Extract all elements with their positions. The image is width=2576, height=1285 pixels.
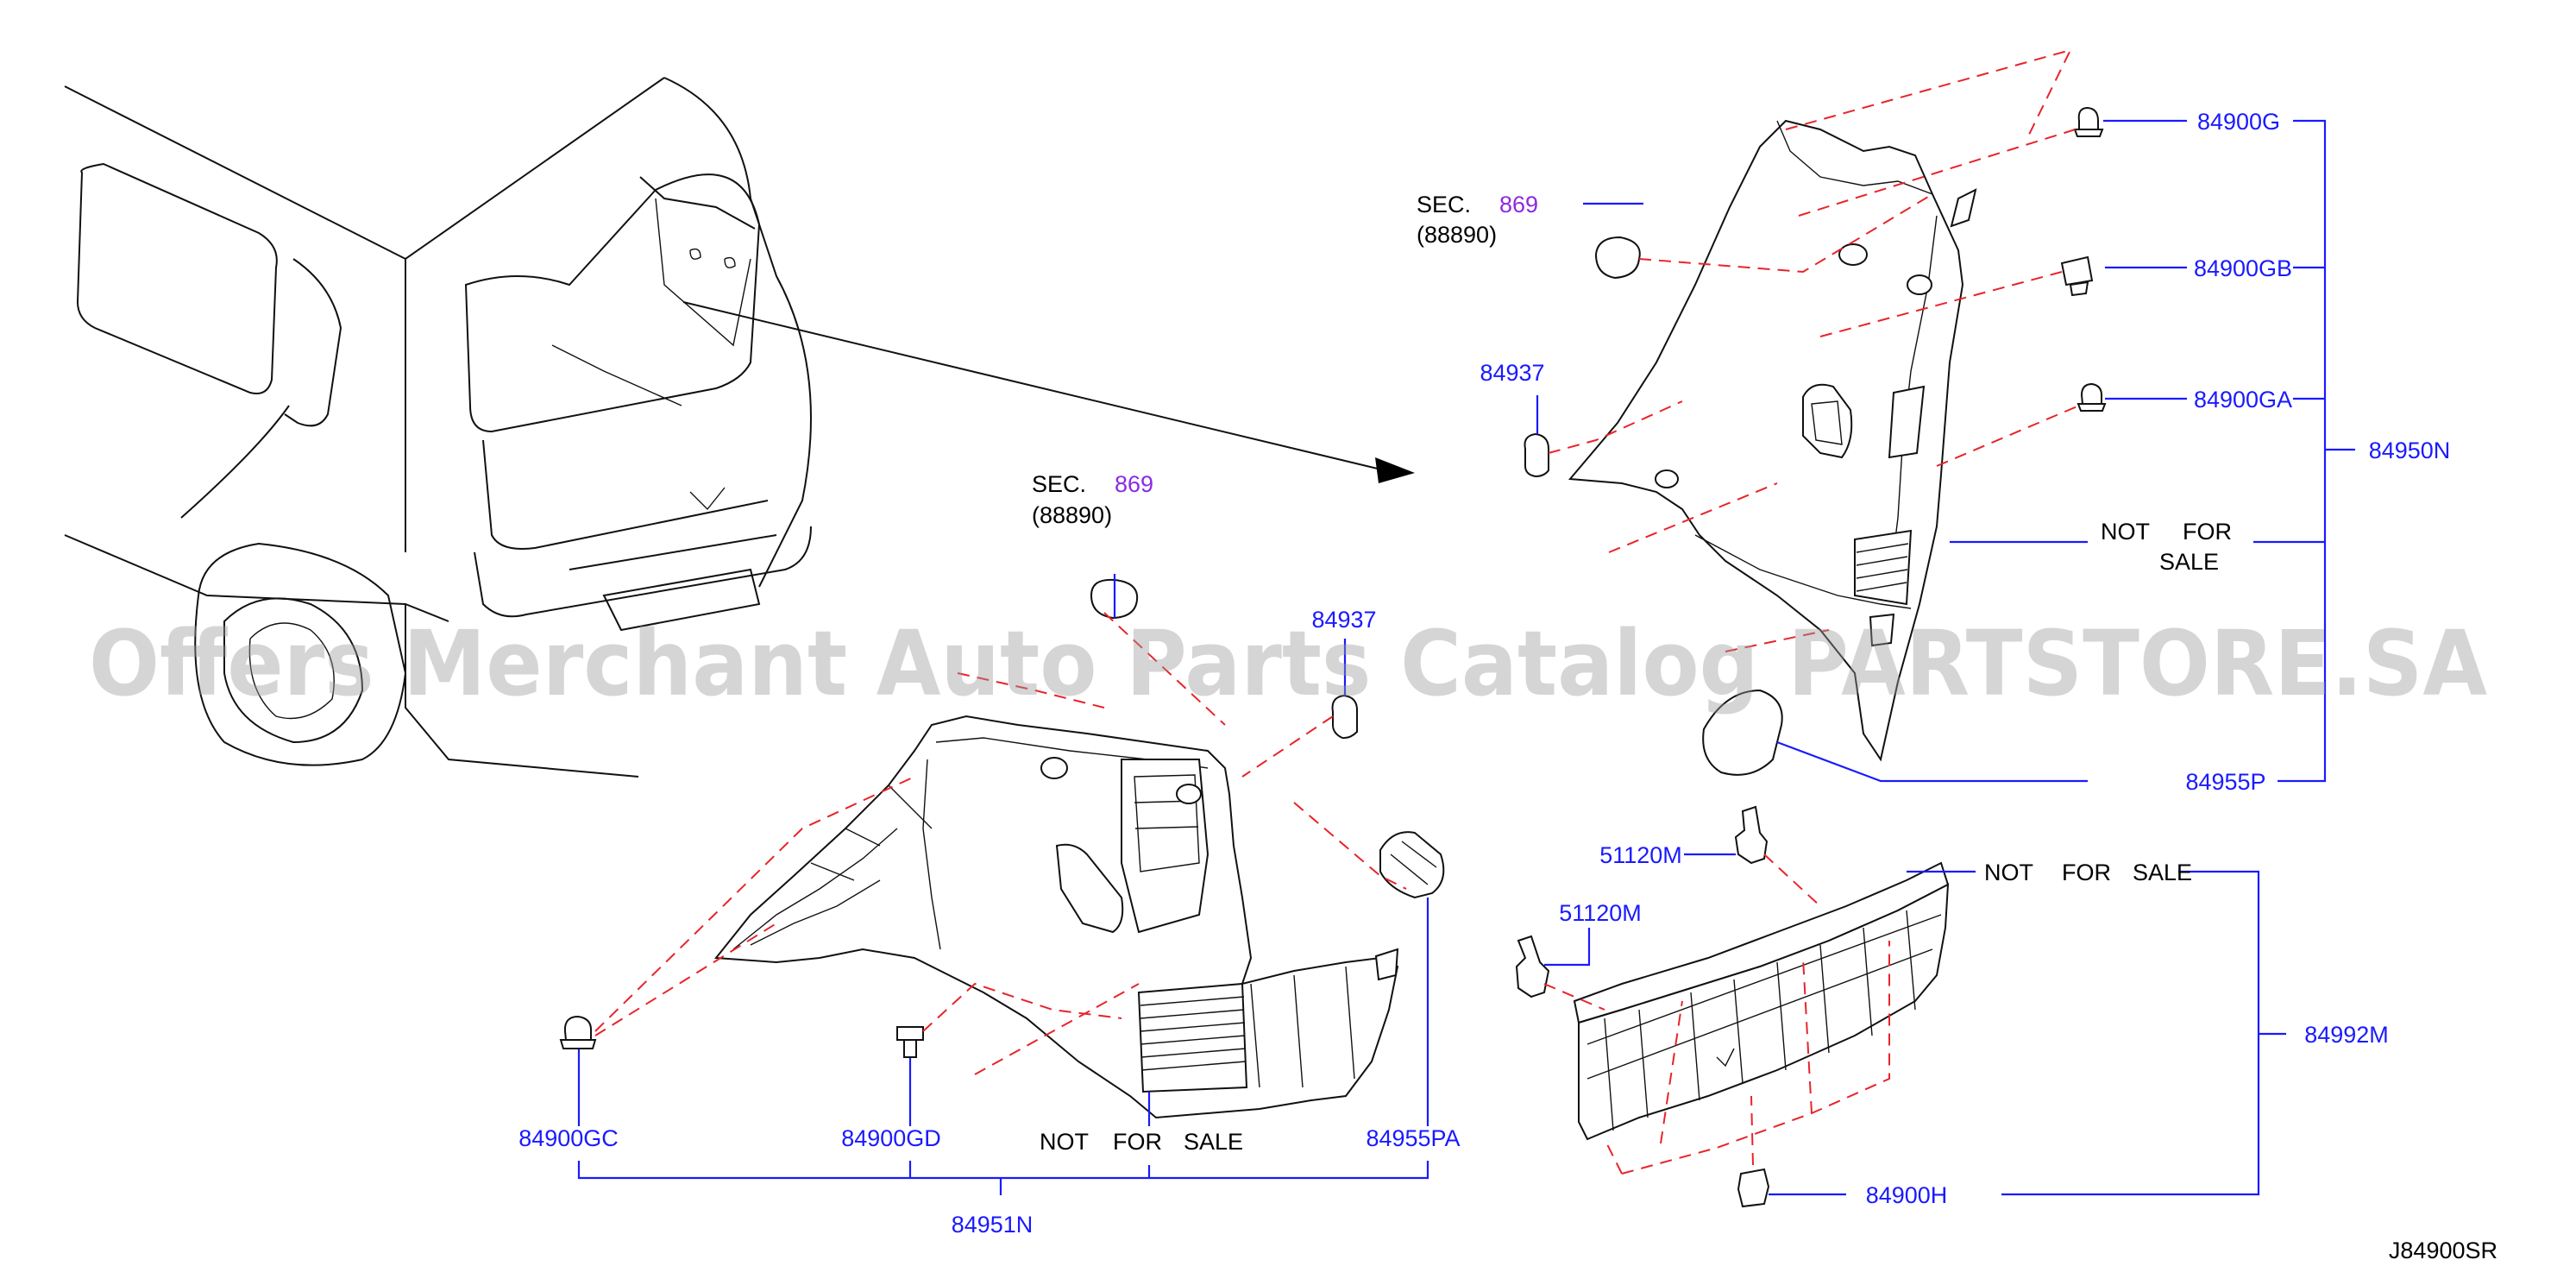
quarter-trim-opening — [1802, 383, 1853, 459]
nfs-top-sale: SALE — [2159, 549, 2219, 575]
part-84900GB — [2060, 255, 2094, 297]
part-84900GD — [896, 1026, 924, 1058]
sec-number-left: 869 — [1115, 471, 1153, 497]
part-51120M-b — [1515, 935, 1550, 998]
sec-number-top: 869 — [1499, 192, 1538, 217]
part-84937-left — [1331, 694, 1359, 740]
label-84992M: 84992M — [2304, 1022, 2389, 1048]
diagram-code: J84900SR — [2389, 1238, 2497, 1263]
panel-hole-upper — [1838, 243, 1868, 266]
nfs-left-sale: SALE — [1184, 1129, 1243, 1155]
part-84900GA — [2077, 382, 2107, 412]
detail-arrow-head — [1375, 457, 1415, 483]
quarter-trim-vent — [1854, 529, 1913, 606]
label-84950N: 84950N — [2369, 438, 2451, 463]
lower-panel-tab — [1374, 948, 1399, 981]
panel-clip-bottom — [1869, 613, 1895, 647]
label-51120M-a: 51120M — [1599, 842, 1682, 868]
part-84900GC — [559, 1015, 597, 1049]
label-84900GD: 84900GD — [841, 1125, 941, 1151]
part-84900H — [1737, 1168, 1770, 1208]
label-84900GC: 84900GC — [518, 1125, 619, 1151]
watermark-text: Offers Merchant Auto Parts Catalog PARTS… — [89, 611, 2487, 716]
sec-sub-left: (88890) — [1032, 502, 1112, 528]
label-51120M-b: 51120M — [1559, 900, 1642, 926]
top-right-assembly — [1524, 48, 2107, 776]
vehicle-rear-illustration — [64, 77, 812, 778]
quarter-trim-pocket — [1888, 385, 1926, 459]
nfs-bottom-sale: SALE — [2133, 860, 2192, 885]
nfs-left-for: FOR — [1113, 1129, 1162, 1155]
label-84951N: 84951N — [952, 1212, 1034, 1238]
part-84937-top — [1524, 432, 1549, 478]
sec-869-grommet-top — [1594, 236, 1641, 280]
panel-hole-lower — [1655, 469, 1679, 488]
panel-hole-mid — [1907, 274, 1932, 295]
panel-tab-right — [1950, 188, 1977, 228]
nfs-left-not: NOT — [1040, 1129, 1089, 1155]
nfs-bottom-for: FOR — [2062, 860, 2111, 885]
nfs-top-for: FOR — [2183, 519, 2232, 545]
label-84900GB: 84900GB — [2194, 255, 2292, 281]
label-84955PA: 84955PA — [1366, 1125, 1460, 1151]
label-84900GA: 84900GA — [2194, 387, 2292, 413]
part-84900G — [2073, 106, 2104, 137]
label-84900G: 84900G — [2197, 109, 2280, 135]
sec-label-left: SEC. — [1032, 471, 1086, 497]
lower-panel-opening — [1055, 843, 1124, 934]
nfs-top-not: NOT — [2101, 519, 2150, 545]
label-84955P: 84955P — [2185, 769, 2265, 795]
sec-sub-top: (88890) — [1417, 222, 1497, 248]
label-84937-top: 84937 — [1480, 360, 1544, 386]
left-assembly — [559, 578, 1445, 1119]
sec-label-top: SEC. — [1417, 192, 1471, 217]
part-51120M-a — [1734, 805, 1769, 865]
label-84937-left: 84937 — [1311, 607, 1376, 633]
part-84955PA — [1379, 831, 1445, 899]
bottom-right-assembly — [1515, 805, 1950, 1208]
lower-panel-hole-a — [1040, 757, 1068, 779]
part-84955P — [1702, 689, 1783, 776]
nfs-bottom-not: NOT — [1984, 860, 2033, 885]
label-84900H: 84900H — [1866, 1182, 1948, 1208]
detail-arrow-line — [682, 301, 1385, 471]
quarter-trim-panel-upper — [1568, 119, 1964, 762]
lower-panel-hole-b — [1176, 784, 1202, 804]
lower-panel-vent — [1137, 982, 1248, 1093]
